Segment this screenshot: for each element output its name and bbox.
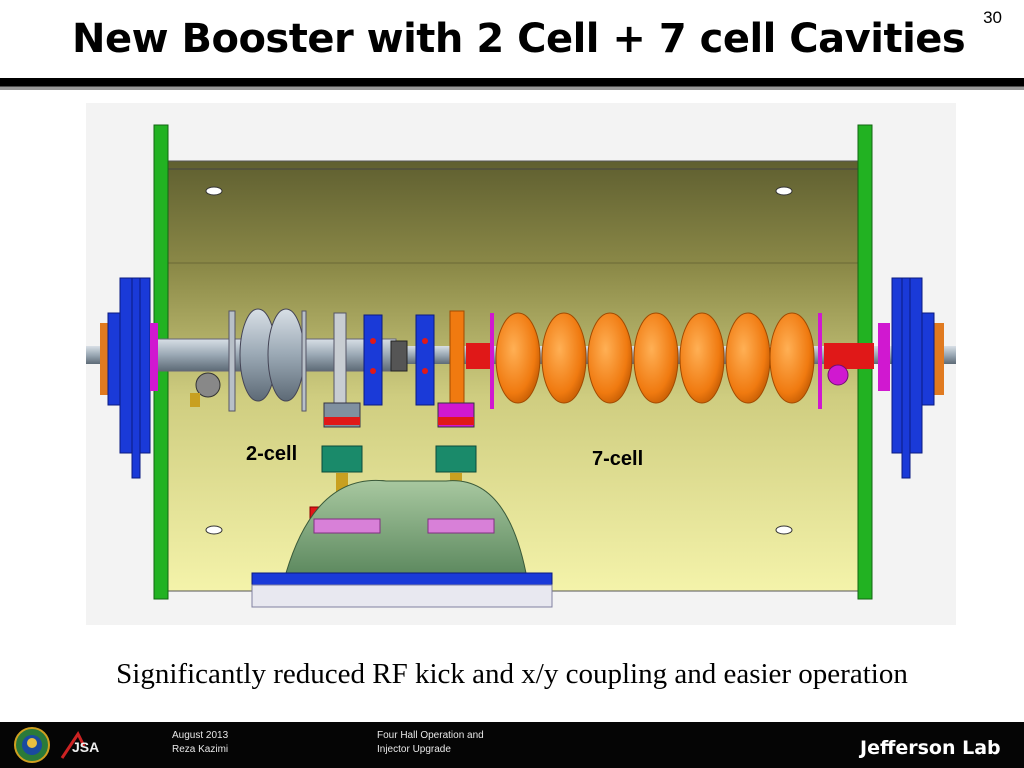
jefferson-lab-logo: Jefferson Lab [858,737,1001,759]
jsa-logo: JSA [60,731,99,759]
title-divider [0,78,1024,90]
waveguide-dome [285,479,527,574]
footer-date-author: August 2013 Reza Kazimi [172,729,228,757]
footer-author: Reza Kazimi [172,744,229,755]
jefferson-lab-logo-text: Jefferson Lab [858,737,1001,759]
seven-cell-cavity [495,312,815,404]
slide-title: New Booster with 2 Cell + 7 cell Cavitie… [72,16,966,62]
footer-event-line1: Four Hall Operation and [377,730,484,741]
right-flange-assembly [878,277,944,479]
label-7cell: 7-cell [592,448,643,470]
jsa-logo-text: JSA [72,739,99,755]
label-2cell: 2-cell [246,443,297,465]
slide-number: 30 [983,8,1002,27]
footer-date: August 2013 [172,730,229,741]
left-flange-assembly [100,277,158,479]
doe-seal-logo [14,727,50,763]
footer-event-line2: Injector Upgrade [377,744,451,755]
slide-caption: Significantly reduced RF kick and x/y co… [116,658,908,690]
booster-cad-figure: 2-cell 7-cell [86,103,956,625]
footer-event: Four Hall Operation and Injector Upgrade [377,729,484,757]
two-cell-cavity [190,308,307,412]
support-beam [251,572,553,586]
footer-bar: JSA August 2013 Reza Kazimi Four Hall Op… [0,722,1024,768]
